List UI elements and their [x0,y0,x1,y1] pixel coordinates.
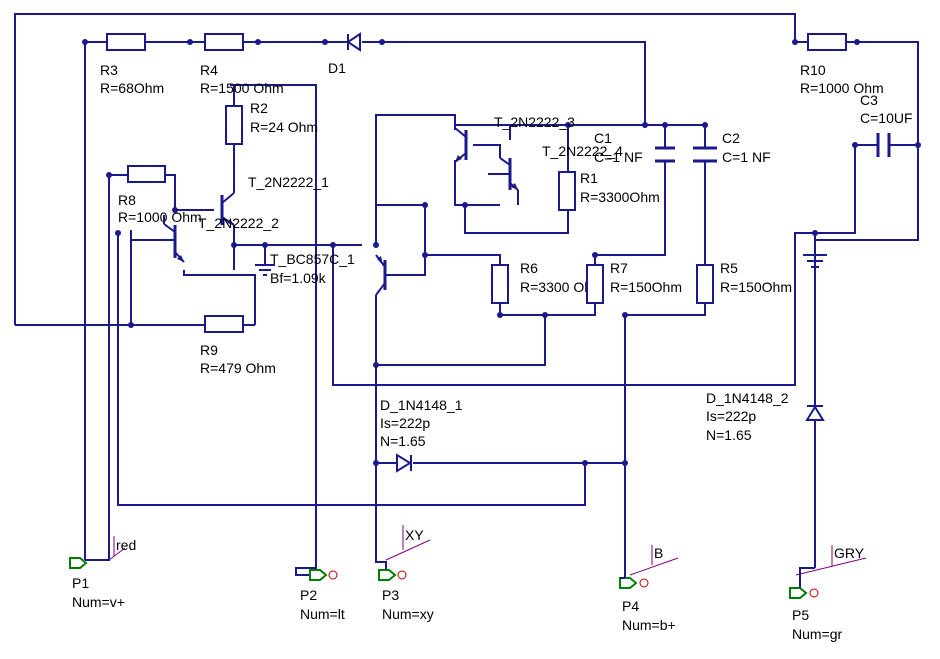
R4-name: R4 [200,62,218,78]
T_2N2222_4-name: T_2N2222_4 [542,143,623,159]
diode-D_1N4148_2[interactable]: D_1N4148_2 Is=222p N=1.65 [706,390,825,443]
R6-value: R=3300 Ohm [520,279,604,295]
D_1N4148_1-name: D_1N4148_1 [380,397,463,413]
R5-value: R=150Ohm [720,279,792,295]
C3-name: C3 [860,92,878,108]
R3-name: R3 [100,62,118,78]
transistor-T_2N2222_1[interactable]: T_2N2222_1 [220,174,329,226]
P3-tag: XY [405,527,424,543]
T_2N2222_2-name: T_2N2222_2 [198,215,279,231]
R8-name: R8 [118,192,136,208]
resistor-R9[interactable]: R9 R=479 Ohm [200,315,276,376]
C2-value: C=1 NF [722,149,771,165]
capacitor-C3[interactable]: C3 C=10UF [860,92,913,157]
R4-value: R=1500 Ohm [200,80,284,96]
P4-name: P4 [622,598,639,614]
transistor-T_2N2222_3[interactable]: T_2N2222_3 [454,114,575,163]
port-P5[interactable]: GRY P5 Num=gr [789,545,867,642]
resistor-R8[interactable]: R8 R=1000 Ohm [118,165,202,225]
P1-name: P1 [72,575,89,591]
R2-name: R2 [250,100,268,116]
R5-name: R5 [720,260,738,276]
P1-tag: red [116,537,136,553]
R9-name: R9 [200,342,218,358]
C1-value: C=1 NF [594,149,643,165]
R2-value: R=24 Ohm [250,119,318,135]
transistor-T_2N2222_2[interactable]: T_2N2222_2 [131,215,279,263]
D1-name: D1 [328,60,346,76]
R3-value: R=68Ohm [100,80,164,96]
T_BC857C_1-name: T_BC857C_1 [270,251,355,267]
port-P1[interactable]: red P1 Num=v+ [69,536,136,610]
diode-D_1N4148_1[interactable]: D_1N4148_1 Is=222p N=1.65 [380,397,463,473]
P2-num: Num=lt [300,606,345,622]
resistor-R10[interactable]: R10 R=1000 Ohm [800,33,884,96]
D_1N4148_2-name: D_1N4148_2 [706,390,789,406]
R10-value: R=1000 Ohm [800,80,884,96]
R6-name: R6 [520,260,538,276]
T_2N2222_3-name: T_2N2222_3 [494,114,575,130]
T_BC857C_1-param: Bf=1.09k [270,270,327,286]
P5-name: P5 [792,607,809,623]
D_1N4148_1-is: Is=222p [380,415,430,431]
D_1N4148_2-is: Is=222p [706,408,756,424]
P4-tag: B [654,545,663,561]
resistor-R7[interactable]: R7 R=150Ohm [586,260,682,304]
P3-name: P3 [382,587,399,603]
transistor-T_2N2222_4[interactable]: T_2N2222_4 [488,143,623,191]
R1-name: R1 [580,170,598,186]
R7-name: R7 [610,260,628,276]
transistor-T_BC857C_1[interactable]: T_BC857C_1 Bf=1.09k [270,251,393,296]
junctions [82,39,921,466]
C1-name: C1 [594,130,612,146]
resistor-R2[interactable]: R2 R=24 Ohm [225,100,318,145]
resistor-R1[interactable]: R1 R=3300Ohm [558,170,660,211]
P5-num: Num=gr [792,626,843,642]
T_2N2222_1-name: T_2N2222_1 [248,174,329,190]
capacitor-C1[interactable]: C1 C=1 NF [594,130,675,165]
P2-name: P2 [300,587,317,603]
wires [14,13,919,578]
resistor-R4[interactable]: R4 R=1500 Ohm [200,33,284,96]
P1-num: Num=v+ [72,594,125,610]
wire-to-P5 [799,567,815,588]
resistor-R5[interactable]: R5 R=150Ohm [696,260,792,304]
R9-value: R=479 Ohm [200,360,276,376]
R10-name: R10 [800,62,826,78]
C3-value: C=10UF [860,110,913,126]
resistor-R3[interactable]: R3 R=68Ohm [100,33,164,96]
R8-value: R=1000 Ohm [118,209,202,225]
R1-value: R=3300Ohm [580,189,660,205]
diode-D1[interactable]: D1 [328,32,361,76]
D_1N4148_1-n: N=1.65 [380,433,426,449]
resistor-R6[interactable]: R6 R=3300 Ohm [491,260,604,304]
port-P3[interactable]: XY P3 Num=xy [378,525,434,622]
P4-num: Num=b+ [622,617,676,633]
D_1N4148_2-n: N=1.65 [706,427,752,443]
capacitor-C2[interactable]: C2 C=1 NF [693,130,771,165]
R7-value: R=150Ohm [610,279,682,295]
P5-tag: GRY [834,545,865,561]
P3-num: Num=xy [382,606,434,622]
port-P2[interactable]: P2 Num=lt [300,569,345,622]
port-P4[interactable]: B P4 Num=b+ [619,545,679,633]
C2-name: C2 [722,130,740,146]
